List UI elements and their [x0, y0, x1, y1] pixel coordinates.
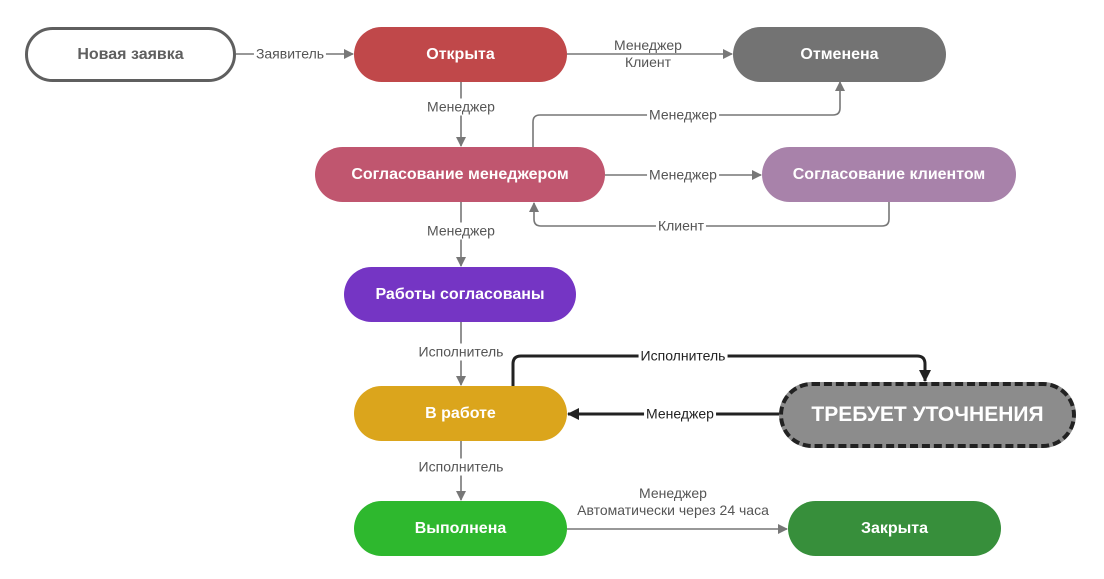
- state-node-label: В работе: [425, 404, 496, 422]
- edge-label-line: Исполнитель: [418, 343, 504, 360]
- state-node-label: Согласование менеджером: [351, 165, 569, 183]
- state-node-label: Закрыта: [860, 519, 929, 537]
- edge-label: Менеджер: [425, 98, 497, 116]
- edge-label-line: Исполнитель: [418, 458, 504, 475]
- edge-label-line: Менеджер: [427, 98, 495, 115]
- edge-label-line: Клиент: [657, 217, 705, 234]
- state-node-label: Открыта: [426, 45, 495, 63]
- state-node-cancelled[interactable]: Отменена: [733, 27, 946, 82]
- edge-client_approval-to-mgr_approval: [529, 202, 890, 227]
- edge-label-line: Менеджер: [614, 37, 682, 53]
- edge-label: Менеджер: [647, 166, 719, 184]
- state-node-done[interactable]: Выполнена: [354, 501, 567, 556]
- state-node-in-progress[interactable]: В работе: [354, 386, 567, 441]
- state-node-label: Работы согласованы: [375, 285, 545, 303]
- edge-label: Менеджер: [425, 222, 497, 240]
- edge-label-line: Менеджер: [649, 106, 717, 123]
- state-node-client-approval[interactable]: Согласование клиентом: [762, 147, 1016, 202]
- state-node-mgr-approval[interactable]: Согласование менеджером: [315, 147, 605, 202]
- edge-label: Исполнитель: [416, 343, 506, 361]
- state-node-label: Выполнена: [414, 519, 507, 537]
- state-node-label: Отменена: [800, 45, 879, 63]
- edge-label-line: Клиент: [624, 54, 672, 70]
- edge-label-line: Менеджер: [649, 166, 717, 183]
- state-node-label: ТРЕБУЕТ УТОЧНЕНИЯ: [811, 403, 1044, 426]
- state-node-approved[interactable]: Работы согласованы: [344, 267, 576, 322]
- state-node-label: Согласование клиентом: [792, 165, 986, 183]
- edge-label: Исполнитель: [416, 458, 506, 476]
- edge-label-line: Менеджер: [639, 485, 707, 501]
- edge-label-line: Менеджер: [427, 222, 495, 239]
- edge-label-line: Заявитель: [255, 45, 325, 62]
- edge-label: Исполнитель: [638, 347, 728, 365]
- edge-label-line: Исполнитель: [640, 347, 726, 364]
- edge-label: Клиент: [655, 217, 707, 235]
- state-node-new[interactable]: Новая заявка: [25, 27, 236, 82]
- state-node-open[interactable]: Открыта: [354, 27, 567, 82]
- state-node-clarify[interactable]: ТРЕБУЕТ УТОЧНЕНИЯ: [779, 382, 1076, 448]
- edge-label: Заявитель: [253, 45, 327, 63]
- state-node-label: Новая заявка: [77, 45, 184, 63]
- edge-label-line: Менеджер: [646, 405, 714, 422]
- edge-label: Менеджер: [644, 405, 716, 423]
- edge-label-line: Автоматически через 24 часа: [577, 502, 769, 518]
- state-node-closed[interactable]: Закрыта: [788, 501, 1001, 556]
- edge-label: Менеджер: [647, 106, 719, 124]
